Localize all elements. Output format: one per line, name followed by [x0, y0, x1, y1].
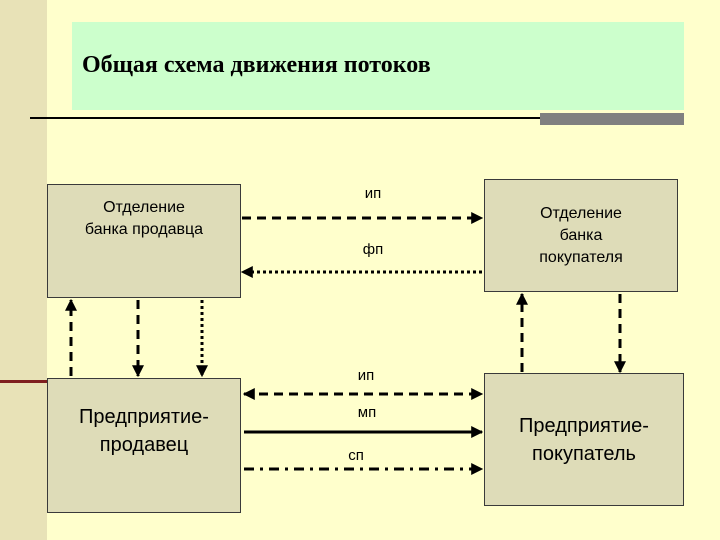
node-buyer-bank: Отделение банка покупателя	[484, 179, 678, 292]
node-seller-line-1: Предприятие-	[79, 406, 209, 428]
node-seller-bank-line-2: банка продавца	[84, 221, 204, 238]
node-seller-line-2: продавец	[99, 434, 189, 456]
node-buyer-line-1: Предприятие-	[519, 414, 649, 437]
node-buyer-bank-line-1: Отделение	[540, 204, 622, 222]
node-buyer-line-2: покупатель	[532, 442, 636, 465]
edge-label-bottom-mp: мп	[357, 404, 377, 421]
edge-label-bottom-ip: ип	[357, 367, 375, 384]
node-seller: Предприятие- продавец	[47, 378, 241, 513]
edge-label-top-ip: ип	[364, 185, 382, 202]
title-panel	[72, 22, 684, 110]
node-buyer: Предприятие- покупатель	[484, 373, 684, 506]
slide-title: Общая схема движения потоков	[82, 52, 431, 78]
title-underline-accent	[540, 113, 684, 125]
decorative-left-line	[0, 380, 47, 383]
edge-label-top-fp: фп	[362, 241, 384, 258]
node-seller-bank-line-1: Отделение	[103, 199, 185, 216]
node-buyer-bank-line-2: банка	[559, 226, 603, 244]
decorative-left-bar	[0, 0, 47, 540]
node-buyer-bank-line-3: покупателя	[539, 248, 623, 266]
title-underline	[30, 117, 542, 119]
node-seller-bank: Отделение банка продавца	[47, 184, 241, 298]
edge-label-bottom-sp: сп	[348, 447, 364, 464]
